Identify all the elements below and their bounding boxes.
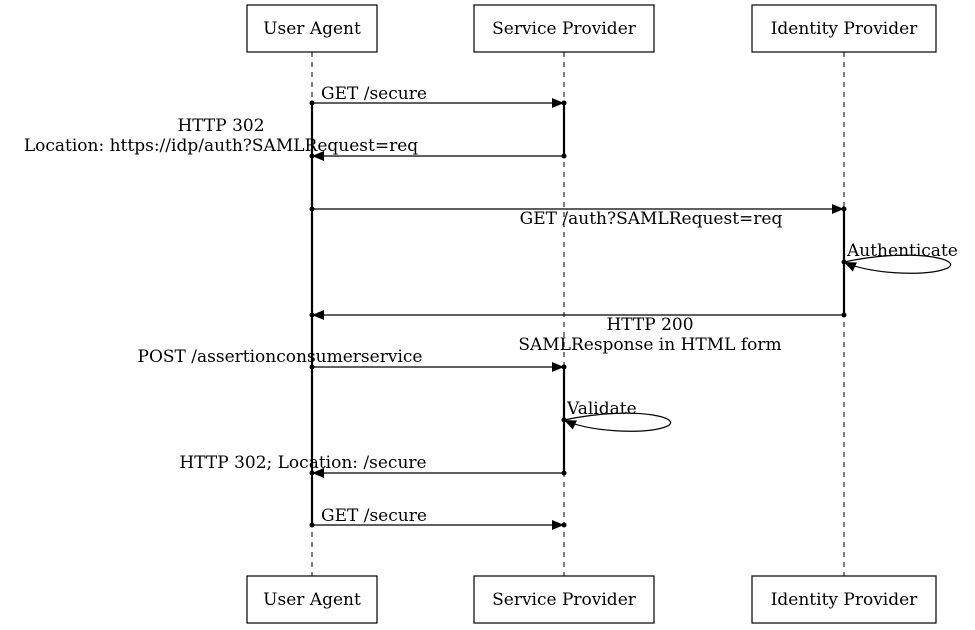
message-label-authenticate: Authenticate xyxy=(846,241,958,261)
message-dot xyxy=(561,470,567,476)
message-dot xyxy=(561,153,567,159)
message-dot xyxy=(841,206,847,212)
self-loop-authenticate xyxy=(843,254,951,274)
message-dot xyxy=(309,100,315,106)
message-dot xyxy=(561,100,567,106)
participant-box-identity-provider-bottom xyxy=(751,575,937,624)
message-label-get-secure-2: GET /secure xyxy=(321,506,427,526)
message-dot xyxy=(309,153,315,159)
message-label-get-secure-1: GET /secure xyxy=(321,84,427,104)
participant-label-service-provider-top: Service Provider xyxy=(492,19,637,39)
participant-label-identity-provider-top: Identity Provider xyxy=(771,19,918,39)
message-dot xyxy=(561,522,567,528)
message-label-http-302: HTTP 302 xyxy=(177,116,264,136)
message-label-post-acs: POST /assertionconsumerservice xyxy=(138,347,423,367)
message-dot xyxy=(561,364,567,370)
participant-label-user-agent-bottom: User Agent xyxy=(263,590,361,610)
message-label-validate: Validate xyxy=(566,399,637,419)
participant-box-identity-provider-top xyxy=(751,4,937,53)
message-dot xyxy=(309,312,315,318)
message-dot xyxy=(309,364,315,370)
participant-box-user-agent-top xyxy=(246,4,378,53)
message-label-samlresponse: SAMLResponse in HTML form xyxy=(518,335,781,355)
message-dot xyxy=(309,522,315,528)
message-label-http-200: HTTP 200 xyxy=(606,315,693,335)
participant-label-user-agent-top: User Agent xyxy=(263,19,361,39)
message-dot xyxy=(309,470,315,476)
message-label-http-302-secure: HTTP 302; Location: /secure xyxy=(179,453,426,473)
message-label-get-auth: GET /auth?SAMLRequest=req xyxy=(520,209,783,229)
message-dot xyxy=(561,417,567,423)
message-label-location-idp: Location: https://idp/auth?SAMLRequest=r… xyxy=(24,136,418,156)
participant-label-identity-provider-bottom: Identity Provider xyxy=(771,590,918,610)
message-dot xyxy=(841,312,847,318)
message-dot xyxy=(309,206,315,212)
participant-label-service-provider-bottom: Service Provider xyxy=(492,590,637,610)
participant-box-user-agent-bottom xyxy=(246,575,378,624)
participant-box-service-provider-bottom xyxy=(473,575,655,624)
participant-box-service-provider-top xyxy=(473,4,655,53)
message-dot xyxy=(841,259,847,265)
self-loop-validate xyxy=(563,412,671,432)
